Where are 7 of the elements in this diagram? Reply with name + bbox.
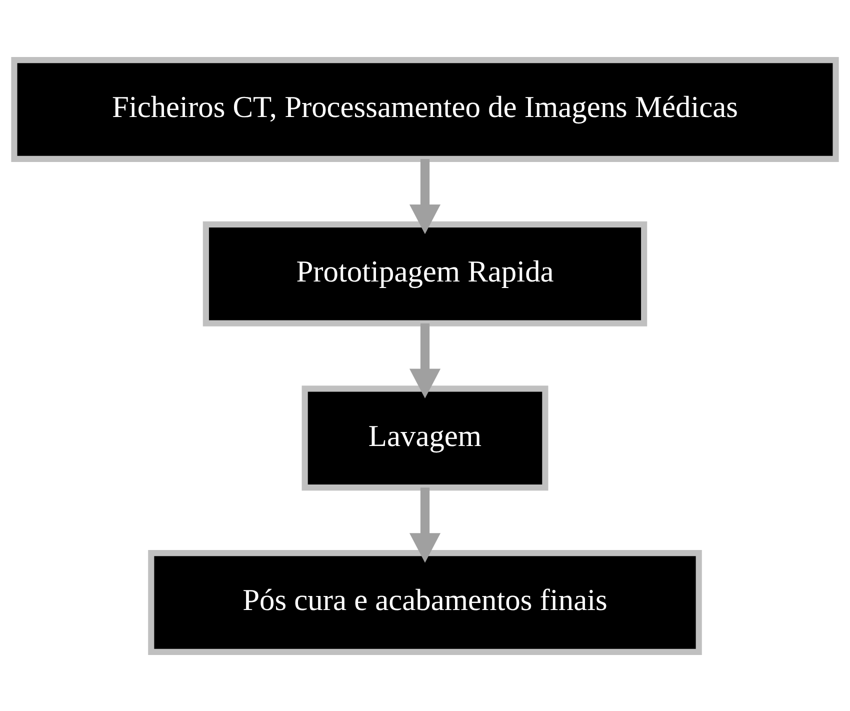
node-box: Pós cura e acabamentos finais (148, 549, 702, 654)
node-box: Lavagem (302, 385, 548, 490)
arrow (409, 487, 441, 562)
arrow (409, 158, 441, 234)
arrow (409, 322, 441, 398)
node-box: Ficheiros CT, Processamenteo de Imagens Médicas (11, 56, 839, 162)
node-box: Prototipagem Rapida (202, 220, 648, 326)
